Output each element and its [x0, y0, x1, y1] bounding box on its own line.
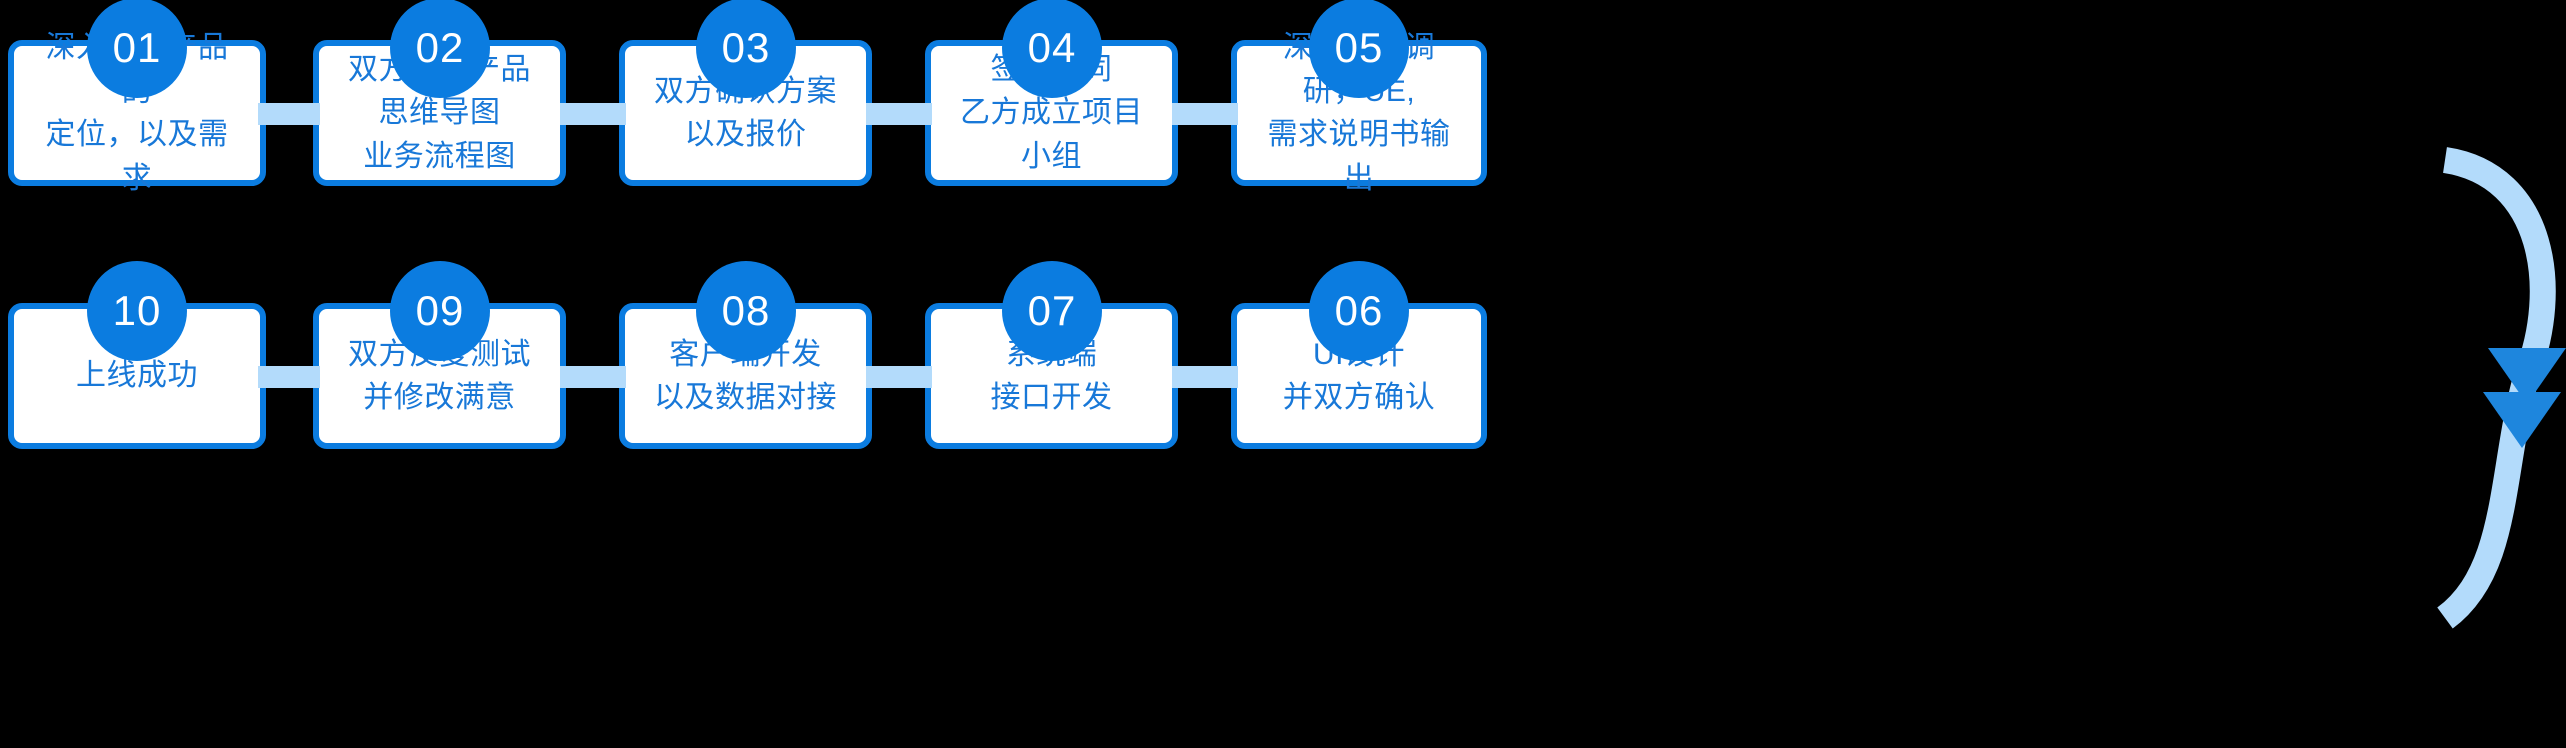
step-box-03[interactable]: 双方确认方案以及报价: [619, 40, 872, 186]
step-badge-03[interactable]: 03: [696, 0, 796, 98]
connector-06-07: [1172, 366, 1238, 388]
curved-connector-05-06: [2436, 147, 2556, 629]
step-label-06: UI设计 并双方确认: [1282, 338, 1436, 415]
step-box-04[interactable]: 签订合同 乙方成立项目小组: [925, 40, 1178, 186]
connector-07-08: [866, 366, 932, 388]
step-badge-01[interactable]: 01: [87, 0, 187, 98]
connector-03-04: [866, 103, 932, 125]
step-badge-05[interactable]: 05: [1309, 0, 1409, 98]
connector-04-05: [1172, 103, 1238, 125]
step-badge-09[interactable]: 09: [390, 261, 490, 361]
step-badge-02[interactable]: 02: [390, 0, 490, 98]
step-label-10: 上线成功: [76, 359, 198, 393]
connector-09-10: [258, 366, 320, 388]
step-badge-07[interactable]: 07: [1002, 261, 1102, 361]
step-badge-06[interactable]: 06: [1309, 261, 1409, 361]
arrow-chevron-1-icon: [2488, 348, 2566, 404]
connector-01-02: [258, 103, 320, 125]
arrow-chevron-2-icon: [2483, 392, 2561, 448]
step-badge-04[interactable]: 04: [1002, 0, 1102, 98]
step-badge-08[interactable]: 08: [696, 261, 796, 361]
connector-02-03: [560, 103, 626, 125]
step-box-07[interactable]: 系统端 接口开发: [925, 303, 1178, 449]
connector-08-09: [560, 366, 626, 388]
step-badge-10[interactable]: 10: [87, 261, 187, 361]
